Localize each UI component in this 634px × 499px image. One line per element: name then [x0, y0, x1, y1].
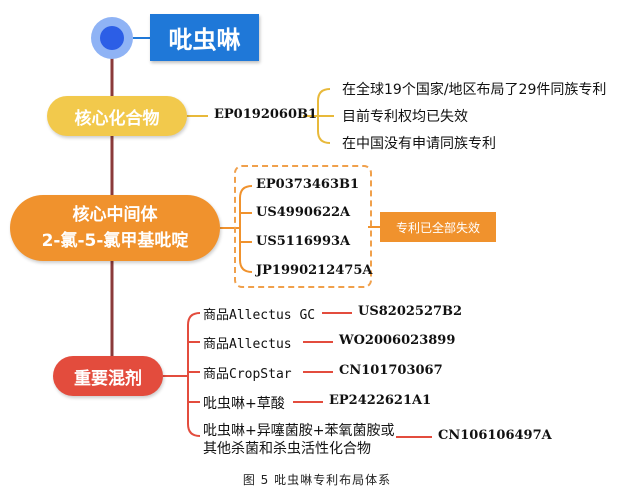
- mixture-name-4: 吡虫啉+草酸: [203, 396, 285, 412]
- root-node-icon: [91, 17, 133, 59]
- intermediate-patent-3: US5116993A: [256, 234, 351, 249]
- mixture-patent-4: EP2422621A1: [329, 393, 432, 408]
- title-box: 吡虫啉: [150, 14, 259, 61]
- figure-caption: 图 5 吡虫啉专利布局体系: [242, 473, 392, 487]
- mixture-patent-3: CN101703067: [339, 363, 443, 378]
- mixture-name-3: 商品CropStar: [203, 367, 292, 382]
- intermediate-label-line2: 2-氯-5-氯甲基吡啶: [41, 231, 189, 251]
- mixture-name-5-line2: 其他杀菌和杀虫活性化合物: [203, 441, 371, 457]
- core-note-1: 在全球19个国家/地区布局了29件同族专利: [342, 82, 607, 98]
- mixtures-label: 重要混剂: [74, 368, 142, 389]
- mixtures-node: 重要混剂: [53, 356, 163, 396]
- core-compound-node: 核心化合物: [47, 96, 187, 136]
- intermediate-patent-1: EP0373463B1: [256, 177, 360, 192]
- intermediate-label-line1: 核心中间体: [72, 205, 158, 225]
- mixture-patent-1: US8202527B2: [358, 304, 463, 319]
- mix-bracket: [187, 312, 201, 437]
- mixture-name-5-line1: 吡虫啉+异噻菌胺+苯氧菌胺或: [203, 423, 395, 439]
- intermediate-patent-2: US4990622A: [256, 205, 351, 220]
- intermediate-patents-box: [234, 165, 372, 288]
- core-patent: EP0192060B1: [214, 107, 318, 122]
- mixture-patent-5: CN106106497A: [438, 428, 552, 443]
- intermediate-node: 核心中间体 2-氯-5-氯甲基吡啶: [10, 195, 220, 261]
- core-note-2: 目前专利权均已失效: [342, 109, 468, 125]
- mixture-name-2: 商品Allectus: [203, 337, 292, 352]
- core-note-3: 在中国没有申请同族专利: [342, 136, 496, 152]
- core-compound-label: 核心化合物: [74, 108, 160, 129]
- mixture-patent-2: WO2006023899: [339, 333, 456, 348]
- intermediate-patent-4: JP1990212475A: [256, 263, 373, 278]
- expired-badge: 专利已全部失效: [380, 212, 496, 242]
- mixture-name-1: 商品Allectus GC: [203, 308, 316, 323]
